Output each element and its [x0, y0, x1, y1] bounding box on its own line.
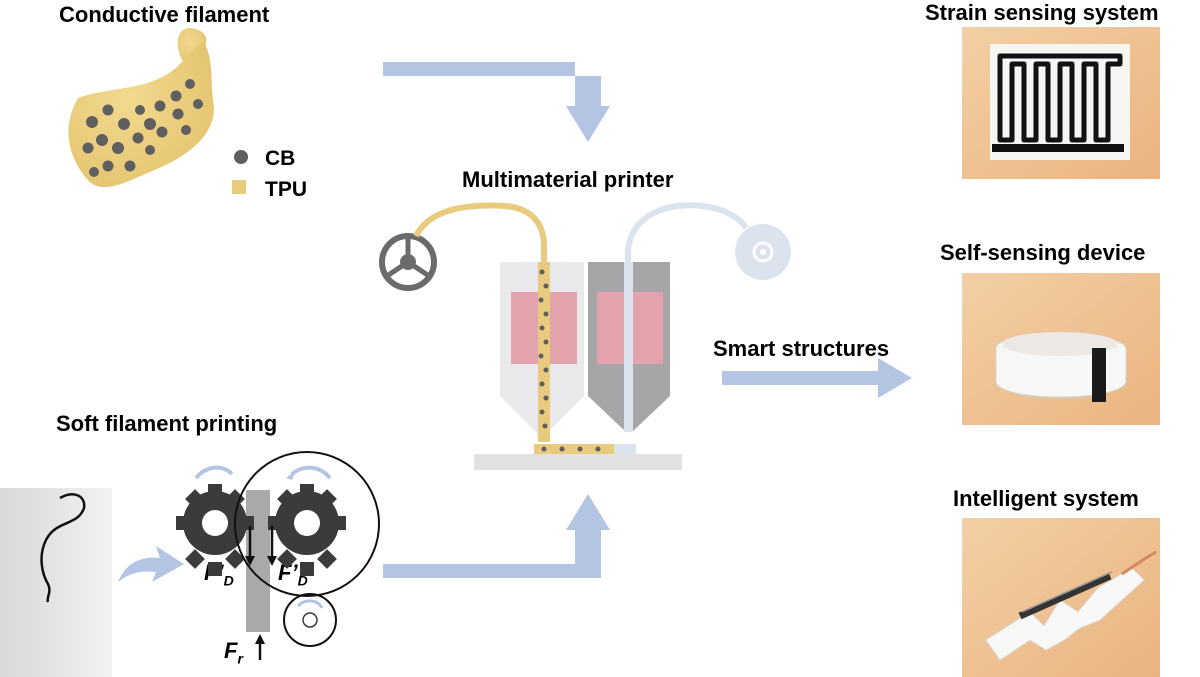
- arrow-to-printer-bottom: [383, 494, 610, 578]
- arrow-to-printer-top: [383, 62, 610, 142]
- cb-particles: [82, 79, 203, 177]
- nozzle-right-filament: [624, 262, 633, 432]
- rotation-arrow-left-icon: [194, 465, 234, 480]
- gear-left-icon: [176, 484, 254, 576]
- app-title-strain-sensing: Strain sensing system: [925, 0, 1159, 25]
- tpu-filament-path: [413, 202, 547, 262]
- arrow-photo-to-gears: [118, 546, 184, 582]
- force-arrows: [245, 526, 277, 660]
- small-gear-circle: [283, 593, 337, 647]
- gear-right-icon: [268, 484, 346, 576]
- force-label-fr: Fr: [224, 638, 243, 667]
- conductive-filament-illustration: [68, 28, 214, 188]
- force-label-fd-right: F’D: [278, 560, 308, 589]
- legend-cb-label: CB: [265, 147, 296, 170]
- legend-tpu-swatch: [232, 180, 246, 194]
- sensor-strip: [1092, 348, 1106, 402]
- drive-gear-mechanism: [176, 451, 380, 660]
- flow-arrows: [118, 62, 912, 582]
- app-title-intelligent: Intelligent system: [953, 486, 1139, 511]
- legend-cb-swatch: [234, 150, 248, 164]
- photo-strain-sensing: [962, 27, 1160, 179]
- soft-filament-printing-title: Soft filament printing: [56, 411, 278, 436]
- multimaterial-printer: [379, 202, 791, 470]
- multimaterial-printer-title: Multimaterial printer: [462, 167, 674, 192]
- spool-right-icon: [735, 224, 791, 280]
- clear-filament-path: [625, 202, 749, 262]
- print-bed: [474, 454, 682, 470]
- spool-left-icon: [379, 233, 437, 291]
- app-title-self-sensing: Self-sensing device: [940, 240, 1146, 265]
- serpentine-sensor: [997, 53, 1123, 143]
- legend-tpu-label: TPU: [265, 178, 307, 201]
- soft-filament-photo: [0, 488, 112, 677]
- conductive-filament-title: Conductive filament: [59, 2, 270, 27]
- nozzle-left-filament: [538, 262, 550, 442]
- smart-structures-label: Smart structures: [713, 336, 890, 361]
- zoom-circle: [234, 451, 380, 597]
- photo-intelligent-system: [962, 518, 1160, 677]
- photo-self-sensing: [962, 273, 1160, 425]
- rotation-arrow-right-icon: [290, 465, 332, 480]
- arrow-to-smart-structures: [722, 358, 912, 398]
- printed-track: [534, 444, 614, 454]
